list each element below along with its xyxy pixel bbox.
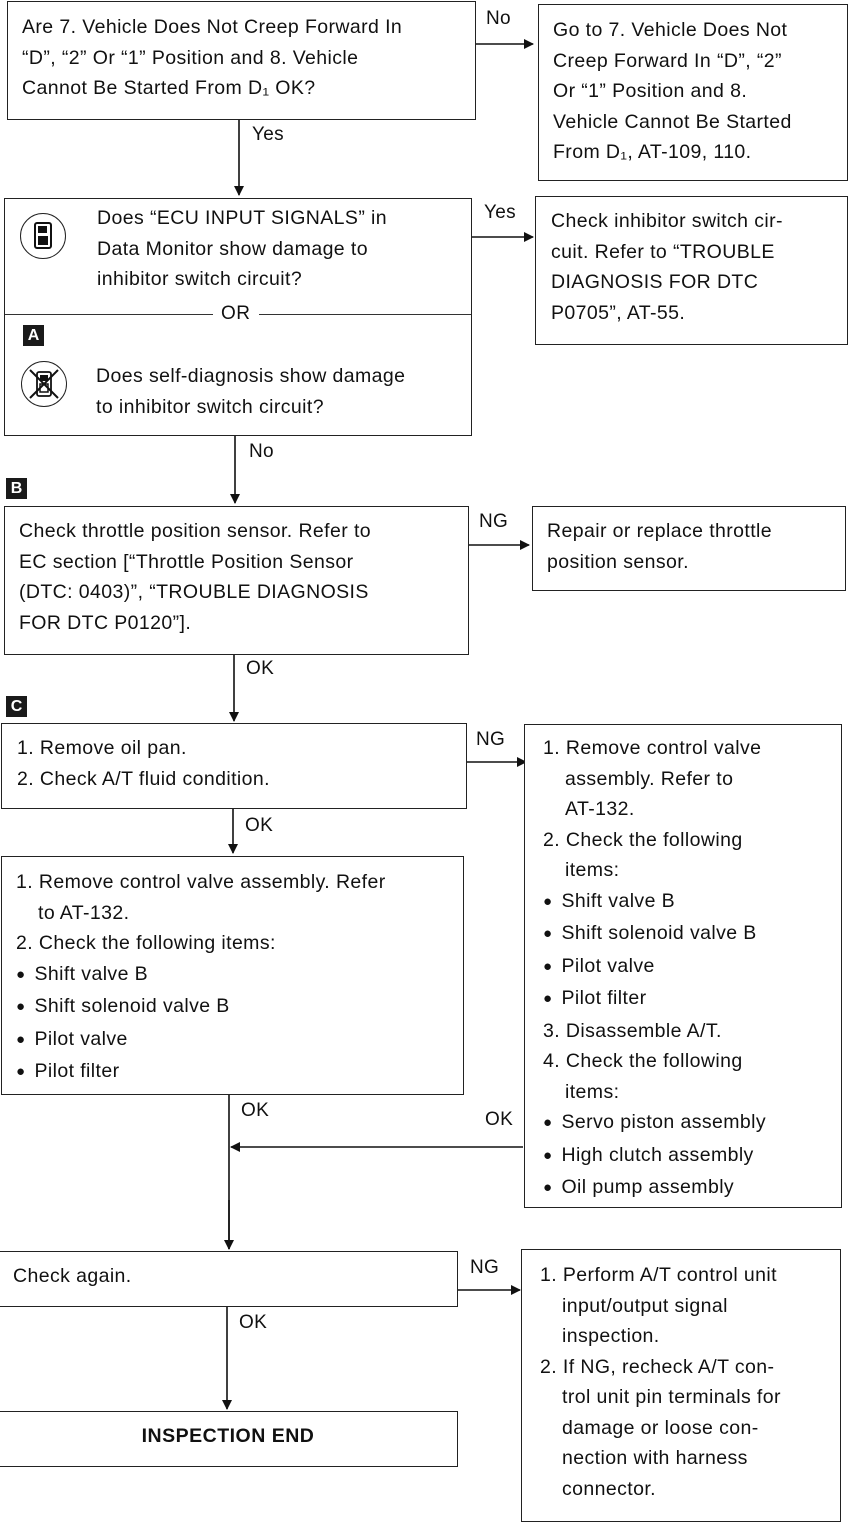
item-line: to AT-132. — [38, 901, 130, 924]
branch-label-ok: OK — [241, 1100, 270, 1121]
bullet-item: Pilot filter — [543, 983, 766, 1016]
action-line: Or “1” Position and 8. — [553, 80, 748, 102]
item-line: 2. Check the following — [543, 828, 743, 851]
bullet-item: Pilot valve — [543, 951, 766, 984]
bullet-item: Oil pump assembly — [543, 1172, 766, 1205]
check-line: Check throttle position sensor. Refer to — [19, 520, 372, 542]
action-box-goto-creep: Go to 7. Vehicle Does Not Creep Forward … — [538, 4, 848, 181]
check-line: (DTC: 0403)”, “TROUBLE DIAGNOSIS — [19, 581, 369, 603]
consult-tester-icon — [20, 213, 66, 259]
action-line: P0705”, AT-55. — [551, 301, 686, 324]
item-line: 2. Check the following items: — [16, 932, 276, 954]
question-line: inhibitor switch circuit? — [97, 268, 303, 290]
branch-label-yes: Yes — [252, 124, 284, 145]
bullet-item: Pilot valve — [16, 1024, 386, 1057]
step-marker-c: C — [6, 696, 27, 717]
question-line: Data Monitor show damage to — [97, 237, 368, 260]
action-line: Go to 7. Vehicle Does Not — [553, 19, 788, 41]
item-line: 3. Disassemble A/T. — [543, 1019, 722, 1042]
item-line: connector. — [562, 1477, 656, 1500]
check-box-again: Check again. — [0, 1251, 458, 1307]
question-line: Does “ECU INPUT SIGNALS” in — [97, 207, 388, 229]
check-again-text: Check again. — [13, 1265, 132, 1287]
action-line: cuit. Refer to “TROUBLE — [551, 240, 775, 263]
question-box-inhibitor: Does “ECU INPUT SIGNALS” in Data Monitor… — [4, 198, 472, 436]
action-box-inhibitor-circuit: Check inhibitor switch cir- cuit. Refer … — [535, 196, 848, 345]
action-line: Creep Forward In “D”, “2” — [553, 49, 782, 72]
item-line: inspection. — [562, 1325, 660, 1347]
check-line: 2. Check A/T fluid condition. — [17, 767, 270, 790]
action-line: Repair or replace throttle — [547, 520, 773, 542]
branch-label-ok: OK — [485, 1109, 514, 1130]
check-box-oil-pan: 1. Remove oil pan. 2. Check A/T fluid co… — [1, 723, 467, 809]
action-box-control-unit: 1. Perform A/T control unit input/output… — [521, 1249, 841, 1522]
item-line: items: — [565, 1080, 620, 1103]
branch-label-ng: NG — [470, 1257, 500, 1278]
item-line: 1. Remove control valve — [543, 737, 762, 759]
bullet-item: Shift solenoid valve B — [16, 991, 386, 1024]
action-box-disassemble: 1. Remove control valve assembly. Refer … — [524, 724, 842, 1208]
branch-label-ok: OK — [245, 815, 274, 836]
action-line: Vehicle Cannot Be Started — [553, 110, 792, 133]
branch-label-ok: OK — [246, 658, 275, 679]
action-box-replace-throttle: Repair or replace throttle position sens… — [532, 506, 846, 591]
action-line: From D₁, AT-109, 110. — [553, 141, 752, 163]
branch-label-no: No — [486, 8, 511, 29]
action-line: DIAGNOSIS FOR DTC — [551, 271, 759, 293]
check-line: EC section [“Throttle Position Sensor — [19, 550, 354, 573]
branch-label-yes: Yes — [484, 202, 516, 223]
item-line: 1. Remove control valve assembly. Refer — [16, 871, 386, 893]
item-line: items: — [565, 859, 620, 881]
branch-label-ok: OK — [239, 1312, 268, 1333]
item-line: 1. Perform A/T control unit — [540, 1264, 777, 1286]
item-line: 4. Check the following — [543, 1050, 743, 1072]
check-box-throttle-sensor: Check throttle position sensor. Refer to… — [4, 506, 469, 655]
step-marker-a: A — [23, 325, 44, 346]
inspection-end-label: INSPECTION END — [141, 1425, 315, 1447]
action-line: position sensor. — [547, 550, 689, 573]
bullet-item: Shift solenoid valve B — [543, 918, 766, 951]
item-line: AT-132. — [565, 798, 635, 820]
item-line: nection with harness — [562, 1447, 748, 1469]
or-label: OR — [213, 303, 259, 325]
question-line: Are 7. Vehicle Does Not Creep Forward In — [22, 16, 403, 38]
no-tools-icon — [21, 361, 67, 407]
check-line: 1. Remove oil pan. — [17, 737, 187, 759]
branch-label-ng: NG — [479, 511, 509, 532]
bullet-item: Shift valve B — [16, 959, 386, 992]
branch-label-ng: NG — [476, 729, 506, 750]
bullet-item: High clutch assembly — [543, 1140, 766, 1173]
item-line: trol unit pin terminals for — [562, 1386, 781, 1408]
step-marker-b: B — [6, 478, 27, 499]
question-line: Does self-diagnosis show damage — [96, 365, 406, 387]
action-line: Check inhibitor switch cir- — [551, 210, 783, 232]
item-line: damage or loose con- — [562, 1416, 759, 1439]
branch-label-no: No — [249, 441, 274, 462]
item-line: 2. If NG, recheck A/T con- — [540, 1355, 775, 1378]
item-line: input/output signal — [562, 1294, 728, 1317]
question-line: to inhibitor switch circuit? — [96, 395, 324, 418]
item-line: assembly. Refer to — [565, 767, 734, 790]
question-line: Cannot Be Started From D₁ OK? — [22, 77, 316, 99]
bullet-item: Servo piston assembly — [543, 1107, 766, 1140]
bullet-item: Pilot filter — [16, 1056, 386, 1089]
bullet-item: Shift valve B — [543, 886, 766, 919]
check-line: FOR DTC P0120”]. — [19, 611, 192, 634]
check-box-control-valve: 1. Remove control valve assembly. Refer … — [1, 856, 464, 1095]
end-box: INSPECTION END — [0, 1411, 458, 1467]
question-line: “D”, “2” Or “1” Position and 8. Vehicle — [22, 46, 359, 69]
question-box-creep: Are 7. Vehicle Does Not Creep Forward In… — [7, 1, 476, 120]
